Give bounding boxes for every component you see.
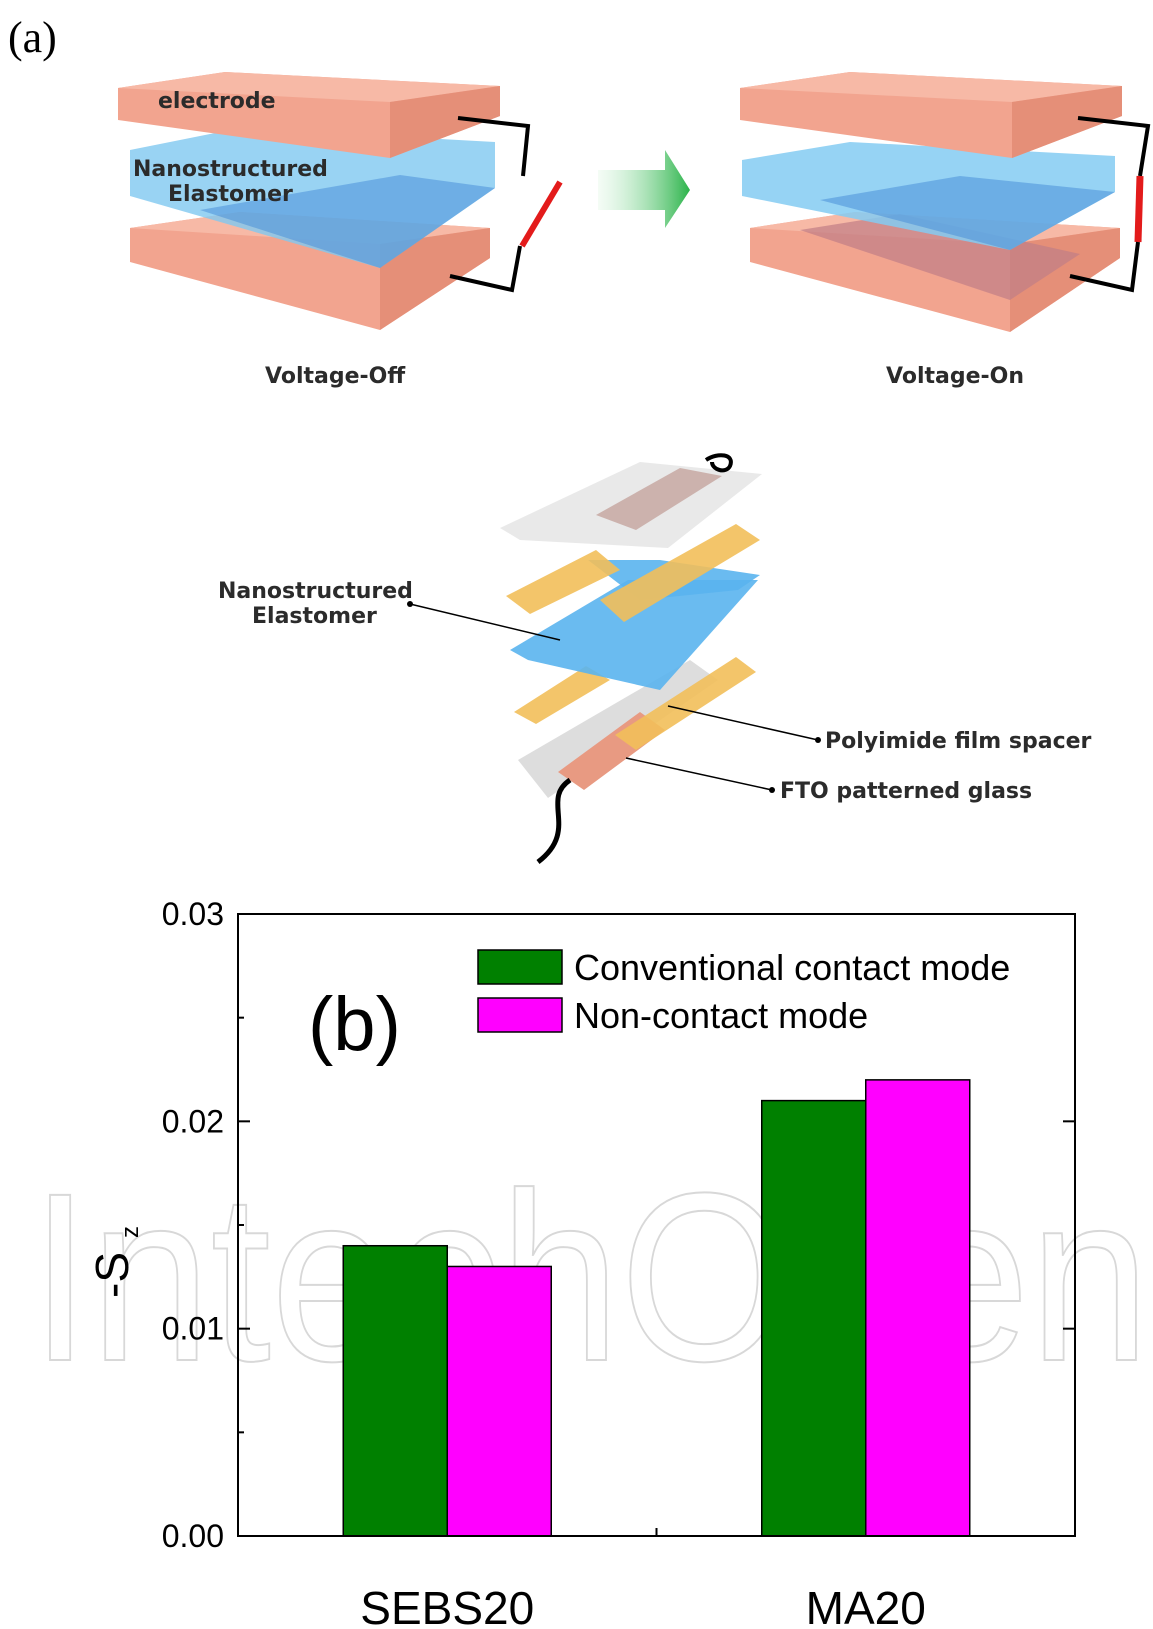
legend-label: Non-contact mode <box>574 995 868 1036</box>
y-tick-label: 0.03 <box>162 896 224 932</box>
legend-label: Conventional contact mode <box>574 947 1010 988</box>
elastomer-label-line2: Elastomer <box>168 182 293 207</box>
spacer-label: Polyimide film spacer <box>825 729 1092 754</box>
plot-frame <box>237 913 1076 1537</box>
panel-a-diagram: (a) electrode Nanostructured Elastomer V… <box>8 13 1151 864</box>
stack-elastomer-label-line2: Elastomer <box>252 604 377 629</box>
panel-b-label: (b) <box>308 982 401 1067</box>
glass-label: FTO patterned glass <box>780 779 1032 804</box>
x-tick-label: MA20 <box>806 1582 926 1629</box>
y-tick-label: 0.01 <box>162 1311 224 1347</box>
transition-arrow-icon <box>598 150 690 228</box>
panel-a-label: (a) <box>8 13 57 62</box>
y-tick-label: 0.00 <box>162 1518 224 1554</box>
bar-SEBS20-2 <box>446 1265 552 1537</box>
elastomer-label-line1: Nanostructured <box>133 157 328 182</box>
voltage-off-device: electrode Nanostructured Elastomer Volta… <box>118 72 563 389</box>
legend-swatch <box>477 949 563 985</box>
y-axis-subscript: z <box>117 1226 144 1238</box>
y-tick-label: 0.02 <box>162 1103 224 1139</box>
y-axis-title: -S <box>86 1252 138 1298</box>
legend-swatch <box>477 997 563 1033</box>
voltage-on-caption: Voltage-On <box>886 364 1024 389</box>
y-axis-label: -S z <box>86 1226 144 1298</box>
bar-MA20-1 <box>761 1099 867 1537</box>
voltage-on-device: Voltage-On <box>740 72 1151 389</box>
electrode-label: electrode <box>158 89 276 114</box>
watermark: IntechOpen <box>30 1143 1150 1411</box>
bar-SEBS20-1 <box>342 1244 448 1537</box>
x-tick-label: SEBS20 <box>360 1582 534 1629</box>
stack-elastomer-label-line1: Nanostructured <box>218 579 413 604</box>
bar-MA20-2 <box>865 1079 971 1537</box>
device-stack-diagram: Nanostructured Elastomer Polyimide film … <box>218 453 1092 864</box>
voltage-off-caption: Voltage-Off <box>265 364 406 389</box>
